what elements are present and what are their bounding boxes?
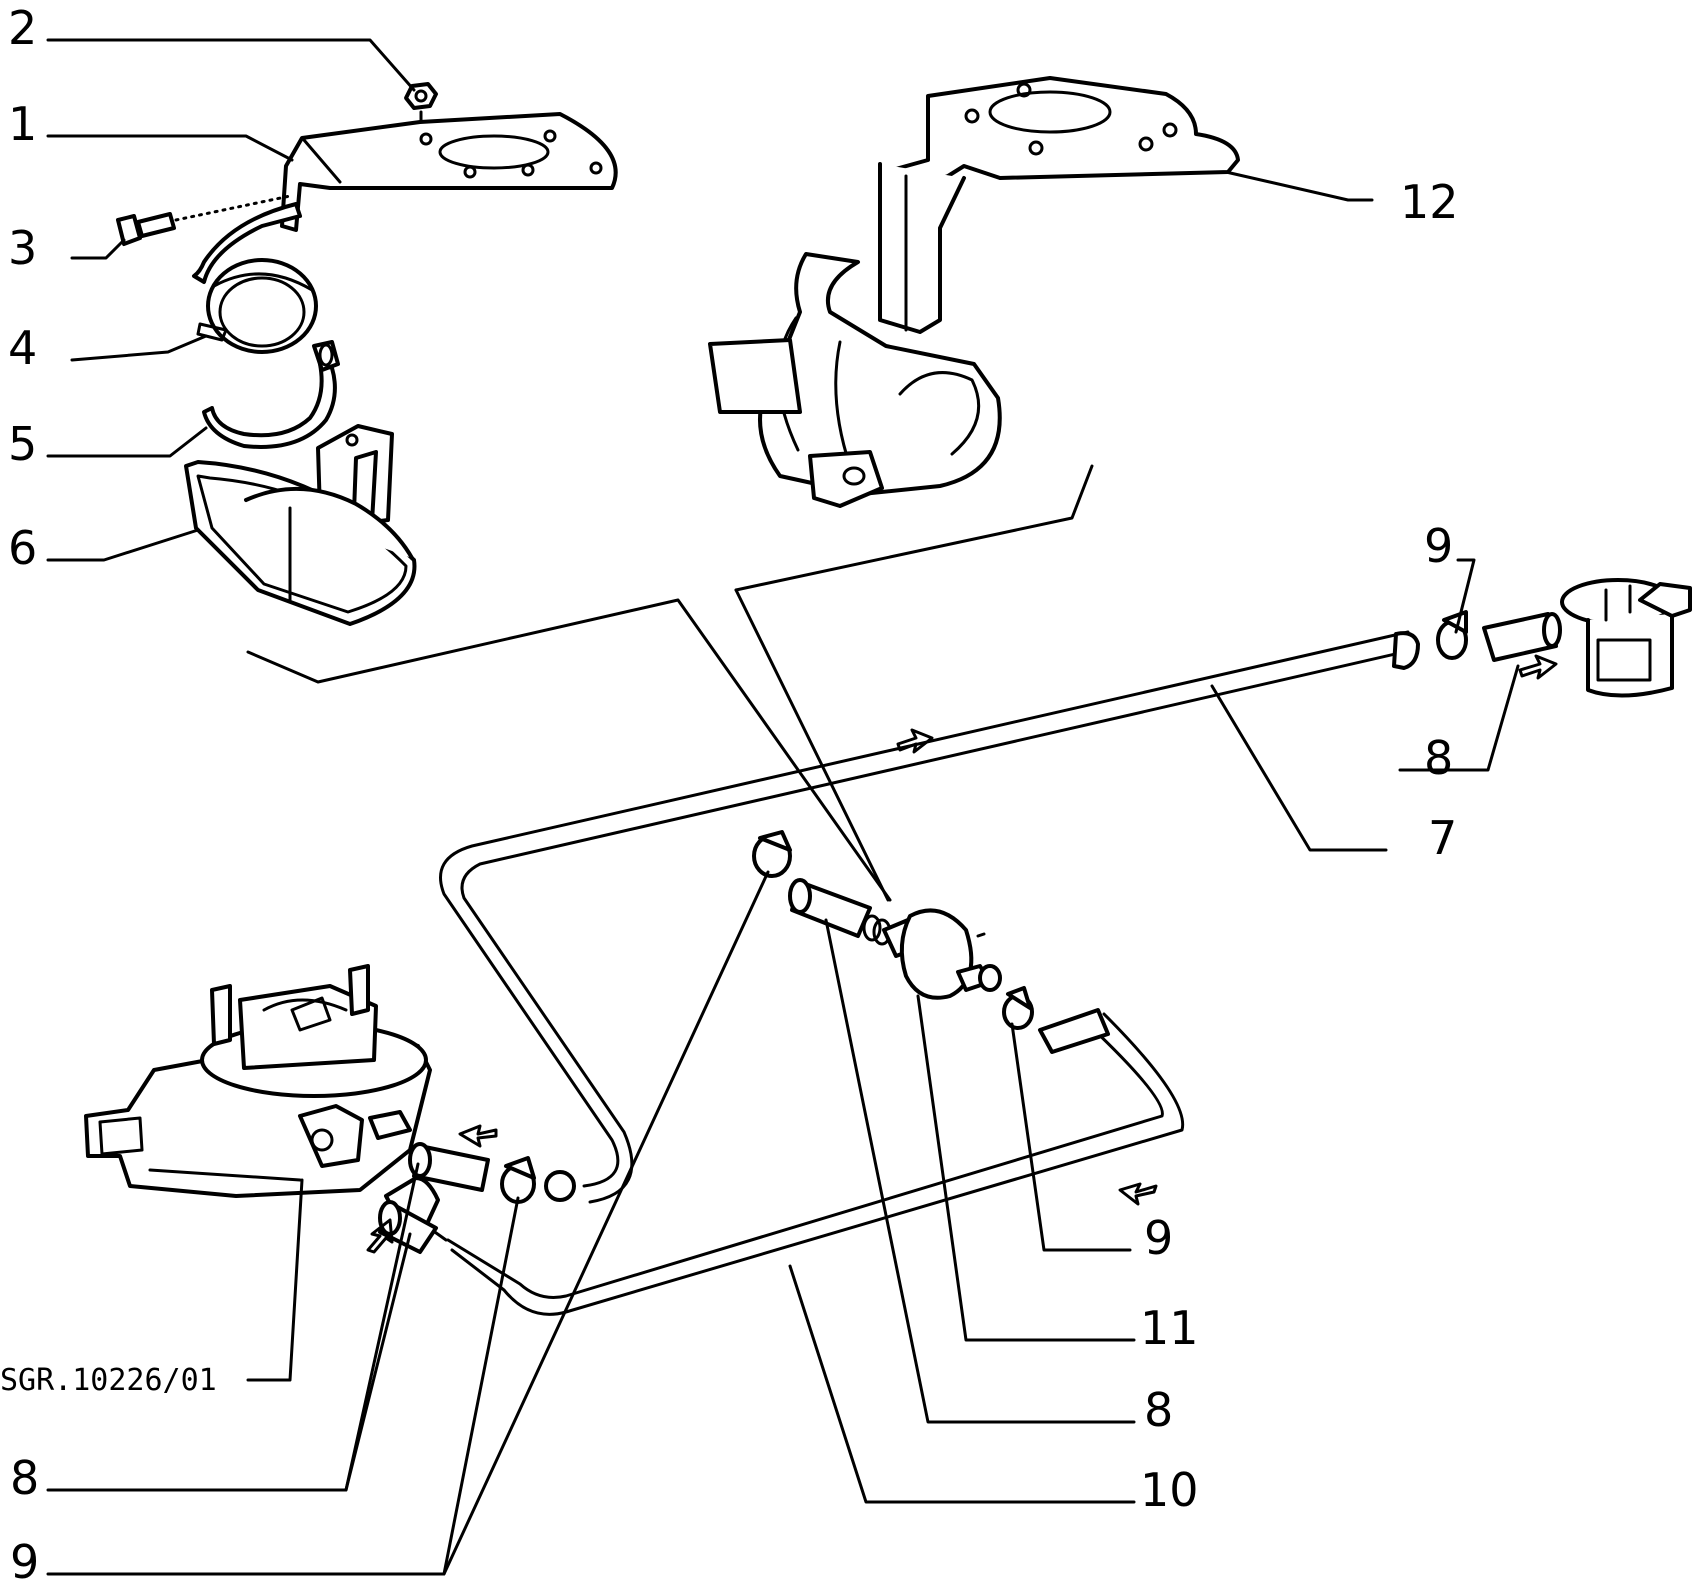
mid-hose-clip-part xyxy=(1002,986,1034,1030)
callout-10: 10 xyxy=(1140,1463,1199,1517)
callout-4: 4 xyxy=(8,321,37,375)
upper-hose-clip-part xyxy=(752,830,792,878)
flow-arrow-top-icon xyxy=(896,728,934,754)
filter-inlet-hose-part xyxy=(788,878,872,938)
upper-clamp-part xyxy=(192,202,302,284)
callout-8-bottom: 8 xyxy=(10,1451,39,1505)
carb-outlet-hose-part xyxy=(408,1142,490,1192)
lower-clamp-part xyxy=(202,340,340,449)
callout-8-mid: 8 xyxy=(1144,1383,1173,1437)
rubber-ring-part xyxy=(196,258,318,354)
filter-bracket-part xyxy=(708,76,1240,508)
top-hose-part xyxy=(1482,612,1562,662)
flow-arrow-carb-in-icon xyxy=(366,1218,394,1254)
callout-12: 12 xyxy=(1400,175,1459,229)
callout-7: 7 xyxy=(1428,811,1457,865)
heat-shield-part xyxy=(184,424,417,626)
callout-9-bottom: 9 xyxy=(10,1535,39,1581)
fuel-pump-part xyxy=(1560,578,1692,698)
callout-5: 5 xyxy=(8,417,37,471)
callout-8-top: 8 xyxy=(1424,731,1453,785)
callout-11: 11 xyxy=(1140,1301,1199,1355)
top-hose-clip-part xyxy=(1436,610,1468,660)
leader-lines xyxy=(46,38,1520,1576)
flow-arrow-carb-out-icon xyxy=(458,1124,498,1148)
callout-2: 2 xyxy=(8,1,37,55)
bolt-part xyxy=(116,194,292,246)
pump-flow-arrow-icon xyxy=(1518,654,1558,680)
callout-1: 1 xyxy=(8,97,37,151)
carb-hose-clip-part xyxy=(500,1156,536,1204)
pipe-end-fitting-part xyxy=(544,1170,576,1202)
flow-arrow-right-icon xyxy=(1118,1182,1158,1206)
fuel-filter-part xyxy=(862,908,1002,1000)
section-separator xyxy=(246,464,1094,902)
callout-9-mid: 9 xyxy=(1144,1211,1173,1265)
bracket-part xyxy=(280,112,618,232)
drawing-code: SGR.10226/01 xyxy=(0,1363,217,1398)
callout-9-top: 9 xyxy=(1424,519,1453,573)
fuel-pipe-part xyxy=(384,630,1420,1316)
callout-6: 6 xyxy=(8,521,37,575)
callout-3: 3 xyxy=(8,221,37,275)
throttle-body-part xyxy=(84,964,432,1198)
